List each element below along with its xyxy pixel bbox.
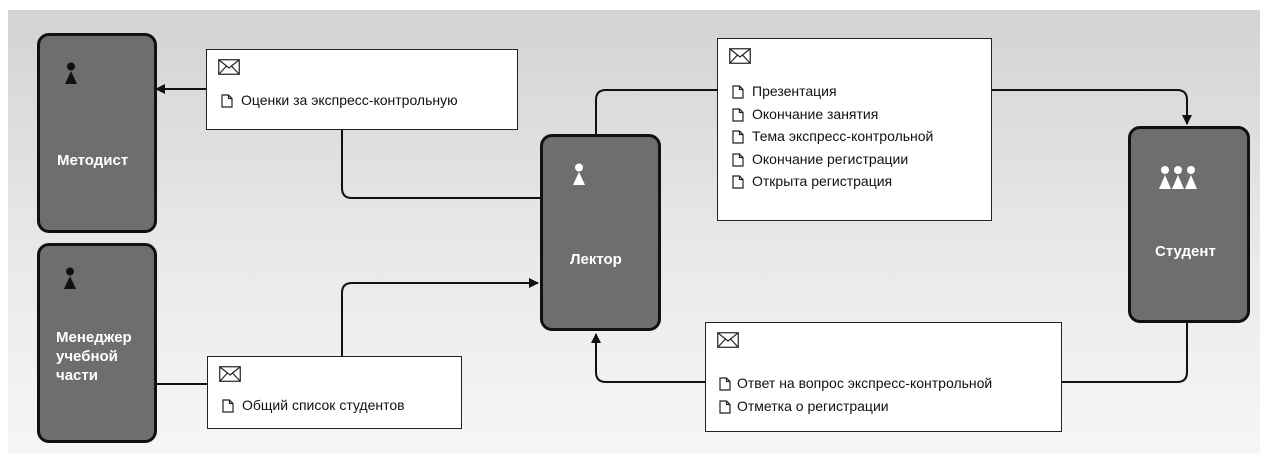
document-icon xyxy=(732,175,744,189)
person-icon xyxy=(65,62,77,84)
message-item: Окончание занятия xyxy=(732,103,933,126)
actor-student-label: Студент xyxy=(1155,243,1216,260)
envelope-icon xyxy=(218,59,240,75)
envelope-icon xyxy=(219,366,241,382)
document-icon xyxy=(732,152,744,167)
message-student-list: Общий список студентов xyxy=(207,356,462,429)
connector-student-to-answers xyxy=(1061,321,1188,383)
message-item-text: Оценки за экспресс-контрольную xyxy=(241,92,458,108)
group-icon xyxy=(1159,166,1197,189)
message-item-text: Открыта регистрация xyxy=(752,173,893,189)
document-icon xyxy=(222,399,234,413)
envelope-icon xyxy=(717,332,739,348)
document-icon xyxy=(719,399,731,414)
message-item-text: Отметка о регистрации xyxy=(737,397,889,414)
actor-manager-label: Менеджер учебной части xyxy=(56,329,132,384)
message-item-text: Общий список студентов xyxy=(242,397,405,413)
actor-manager: Менеджер учебной части xyxy=(37,243,157,443)
message-item: Открыта регистрация xyxy=(732,170,933,193)
message-item: Оценки за экспресс-контрольную xyxy=(221,89,458,112)
document-icon xyxy=(732,107,744,122)
message-item: Тема экспресс-контрольной xyxy=(732,125,933,148)
message-item: Отметка о регистрации xyxy=(719,395,992,418)
message-item: Окончание регистрации xyxy=(732,148,933,171)
envelope-icon xyxy=(729,48,751,64)
actor-methodist-label: Методист xyxy=(57,152,129,169)
message-item-text: Тема экспресс-контрольной xyxy=(752,128,934,144)
connector-answers-to-lecturer xyxy=(591,333,706,383)
message-student-answers: Ответ на вопрос экспресс-контрольной Отм… xyxy=(705,322,1062,432)
connector-list-to-lecturer xyxy=(341,278,539,356)
document-icon xyxy=(221,94,233,108)
message-scores: Оценки за экспресс-контрольную xyxy=(206,49,518,130)
message-item-text: Окончание занятия xyxy=(752,105,879,122)
message-item-text: Ответ на вопрос экспресс-контрольной xyxy=(737,375,993,391)
message-item: Общий список студентов xyxy=(222,394,405,417)
connector-info-to-student xyxy=(991,89,1192,125)
document-icon xyxy=(732,85,744,99)
actor-lecturer-label: Лектор xyxy=(570,251,622,268)
person-icon xyxy=(64,267,76,289)
document-icon xyxy=(719,377,731,391)
person-icon xyxy=(573,163,585,185)
message-item: Ответ на вопрос экспресс-контрольной xyxy=(719,372,992,395)
document-icon xyxy=(732,130,744,144)
message-item-text: Презентация xyxy=(752,83,837,99)
actor-lecturer: Лектор xyxy=(540,134,661,331)
actor-methodist: Методист xyxy=(37,33,157,233)
message-item: Презентация xyxy=(732,80,933,103)
message-item-text: Окончание регистрации xyxy=(752,150,909,167)
message-lecture-info: Презентация Окончание занятия Тема экспр… xyxy=(717,38,992,221)
connector-lecturer-to-methodist xyxy=(341,130,542,199)
actor-student: Студент xyxy=(1128,126,1250,323)
connector-lecturer-to-info xyxy=(595,89,718,136)
